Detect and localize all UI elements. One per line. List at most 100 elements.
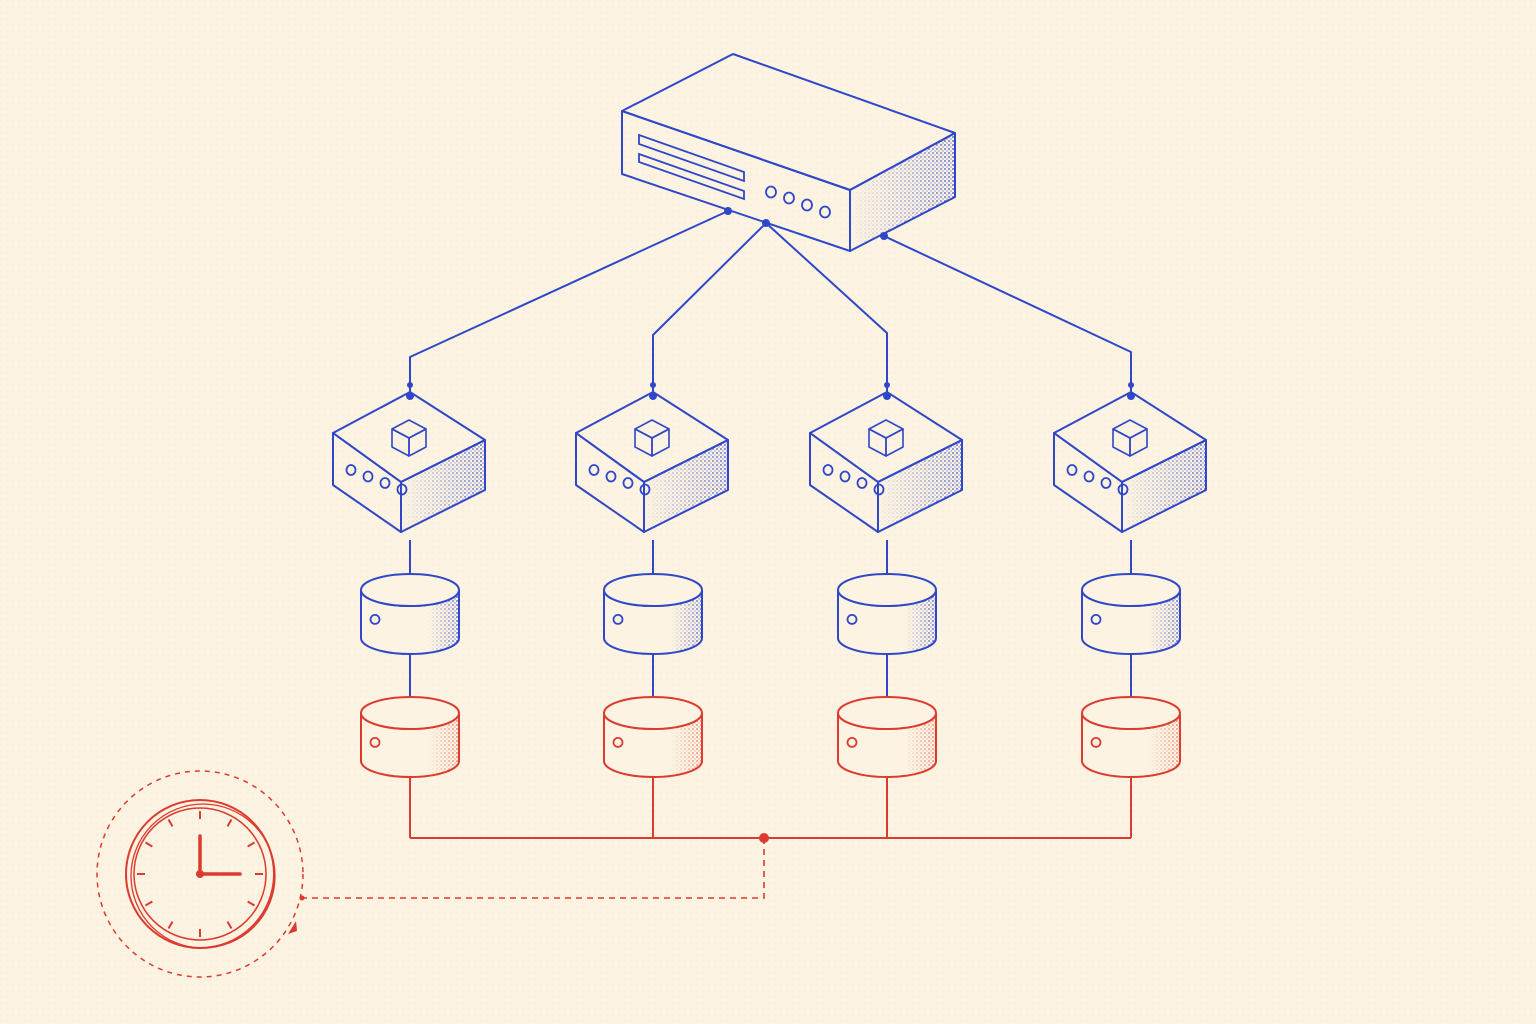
cube-icon [868, 419, 904, 457]
database-icon [360, 573, 460, 655]
clock-face [133, 807, 267, 941]
cylinder-indicator [612, 614, 624, 625]
clock-tick [226, 818, 233, 827]
backup-database-icon [603, 696, 703, 778]
indicator-light [1083, 470, 1095, 483]
cube-right [1129, 428, 1148, 457]
node-side-shading [644, 440, 728, 532]
cylinder-top [603, 696, 703, 730]
cube-icon [634, 419, 670, 457]
indicator-light [588, 464, 600, 476]
compute-node-icon [575, 391, 729, 533]
cylinder-indicator [1090, 737, 1102, 748]
indicator-light [873, 483, 885, 496]
backup-database-icon [360, 696, 460, 778]
node-front-face [575, 432, 645, 533]
clock-tick [247, 841, 256, 848]
node-front-face [1053, 432, 1123, 533]
uplink-line [765, 222, 888, 392]
indicator-light [765, 185, 777, 199]
server-side-shading [850, 133, 955, 251]
cylinder-shading [671, 590, 702, 652]
worker-nodes [332, 391, 1207, 533]
cylinder-shading [671, 713, 702, 775]
indicator-light [1100, 477, 1112, 489]
clock-rim-inner [130, 803, 276, 949]
node-front-face [332, 432, 402, 533]
cylinder-indicator [369, 614, 381, 625]
connector-dot [650, 382, 656, 388]
connection-lines [302, 207, 1135, 899]
indicator-light [1117, 483, 1129, 496]
node-side-shading [1122, 440, 1206, 532]
drive-slot [638, 133, 745, 183]
cube-icon [391, 419, 427, 457]
compute-node-icon [809, 391, 963, 533]
indicator-light [822, 464, 834, 476]
node-side-shading [401, 440, 485, 532]
cylinder-shading [1149, 590, 1180, 652]
cylinder-indicator [612, 737, 624, 748]
root-server-icon [621, 53, 956, 252]
indicator-light [783, 191, 795, 205]
database-icon [837, 573, 937, 655]
database-icon [1081, 573, 1181, 655]
indicator-light [345, 464, 357, 476]
cube-icon [1112, 419, 1148, 457]
clock-tick [144, 841, 153, 848]
indicator-light [801, 198, 813, 212]
connector-dot [1128, 382, 1134, 388]
cylinder-top [1081, 573, 1181, 607]
cylinder-top [1081, 696, 1181, 730]
cylinder-shading [428, 713, 459, 775]
cylinder-indicator [846, 614, 858, 625]
uplink-line [409, 210, 729, 392]
cylinder-shading [905, 713, 936, 775]
indicator-light [379, 477, 391, 489]
clock-tick [226, 921, 233, 930]
orbit-arrow-icon [288, 921, 297, 934]
cylinder-top [360, 573, 460, 607]
uplink-line [652, 222, 767, 392]
compute-node-icon [1053, 391, 1207, 533]
clock-tick [144, 900, 153, 907]
clock-center [196, 870, 204, 878]
indicator-light [622, 477, 634, 489]
uplink-line [883, 235, 1132, 392]
orbit-connector-dot [299, 895, 305, 901]
server-front-face [621, 110, 851, 252]
indicator-light [362, 470, 374, 483]
cylinder-top [360, 696, 460, 730]
clock-tick [167, 921, 174, 930]
indicator-light [856, 477, 868, 489]
database-icon [603, 573, 703, 655]
cylinder-indicator [1090, 614, 1102, 625]
indicator-light [1066, 464, 1078, 476]
indicator-light [396, 483, 408, 496]
node-side-shading [878, 440, 962, 532]
storage-nodes [360, 573, 1181, 778]
node-front-face [809, 432, 879, 533]
cylinder-shading [428, 590, 459, 652]
clock-tick [247, 900, 256, 907]
indicator-light [639, 483, 651, 496]
clock-tick [167, 818, 174, 827]
cylinder-top [603, 573, 703, 607]
indicator-light [605, 470, 617, 483]
cylinder-indicator [369, 737, 381, 748]
cylinder-shading [1149, 713, 1180, 775]
cylinder-top [837, 573, 937, 607]
cylinder-top [837, 696, 937, 730]
backup-database-icon [837, 696, 937, 778]
cylinder-shading [905, 590, 936, 652]
cube-right [885, 428, 904, 457]
schedule-dashed-line [302, 838, 765, 899]
connector-dot [407, 382, 413, 388]
cube-right [408, 428, 427, 457]
cylinder-indicator [846, 737, 858, 748]
cube-right [651, 428, 670, 457]
drive-slot [638, 152, 745, 201]
backup-database-icon [1081, 696, 1181, 778]
